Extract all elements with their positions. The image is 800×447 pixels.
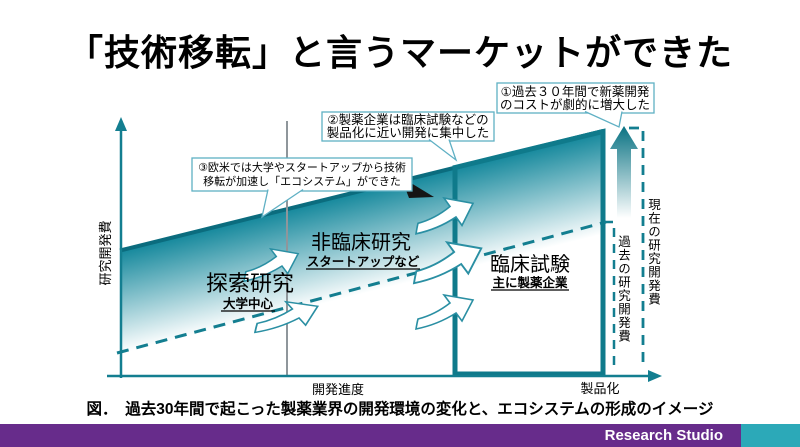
callout1-pointer-icon xyxy=(584,110,623,128)
callout2-pointer-icon xyxy=(428,138,458,162)
callout2-box xyxy=(321,111,495,142)
x-axis-label-product: 製品化 xyxy=(580,381,619,396)
callout-cost-increase: ①過去３０年間で新薬開発 のコストが劇的に増大した xyxy=(496,82,655,128)
rd-cost-wedge xyxy=(121,132,603,375)
figure-caption: 図． 過去30年間で起こった製薬業界の開発環境の変化と、エコシステムの形成のイメ… xyxy=(86,401,714,418)
current-cost-bracket xyxy=(629,126,645,369)
callout-ecosystem: ③欧米では大学やスタートアップから技術 移転が加速し「エコシステム」ができた xyxy=(191,157,413,219)
brand-bar: Research Studio xyxy=(0,424,741,447)
callout3-line2: 移転が加速し「エコシステム」ができた xyxy=(203,174,401,188)
y-axis-label: 研究開発費 xyxy=(98,220,113,285)
callout1-line1: ①過去３０年間で新薬開発 xyxy=(501,84,650,99)
callout2-line1: ②製薬企業は臨床試験などの xyxy=(327,112,488,127)
callout1-box xyxy=(496,82,655,114)
stage-nonclinical-label: 非臨床研究 xyxy=(311,231,411,254)
past-cost-bracket xyxy=(604,220,616,371)
label-current-rd-cost: 現在の研究開発費 xyxy=(646,198,660,306)
slide-title: 「技術移転」と言うマーケットができた xyxy=(66,32,733,73)
stage-nonclinical-sub: スタートアップなど xyxy=(307,254,420,269)
callout2-line2: 製品化に近い開発に集中した xyxy=(327,125,490,140)
callout3-pointer-icon xyxy=(261,188,304,219)
callout-pharma-focus: ②製薬企業は臨床試験などの 製品化に近い開発に集中した xyxy=(321,111,495,162)
footer-bar: Research Studio xyxy=(0,424,800,447)
label-past-rd-cost: 過去の研究開発費 xyxy=(616,235,630,343)
past-cost-dashed-line xyxy=(116,220,607,355)
stage-clinical-label: 臨床試験 xyxy=(490,253,570,276)
footer-accent-block xyxy=(741,424,800,447)
x-axis-label-progress: 開発進度 xyxy=(312,382,364,397)
stage-exploratory-sub: 大学中心 xyxy=(223,296,274,311)
stage-exploratory-label: 探索研究 xyxy=(206,271,294,296)
y-axis-arrowhead-icon xyxy=(115,117,127,131)
callout1-line2: のコストが劇的に増大した xyxy=(500,97,650,112)
x-axis-arrowhead-icon xyxy=(648,370,662,382)
stage-clinical-sub: 主に製薬企業 xyxy=(492,275,568,290)
cost-increase-arrow-icon xyxy=(610,126,638,218)
callout3-line1: ③欧米では大学やスタートアップから技術 xyxy=(198,160,406,174)
callout3-box xyxy=(191,157,413,192)
brand-logo-text: Research Studio xyxy=(604,427,723,444)
